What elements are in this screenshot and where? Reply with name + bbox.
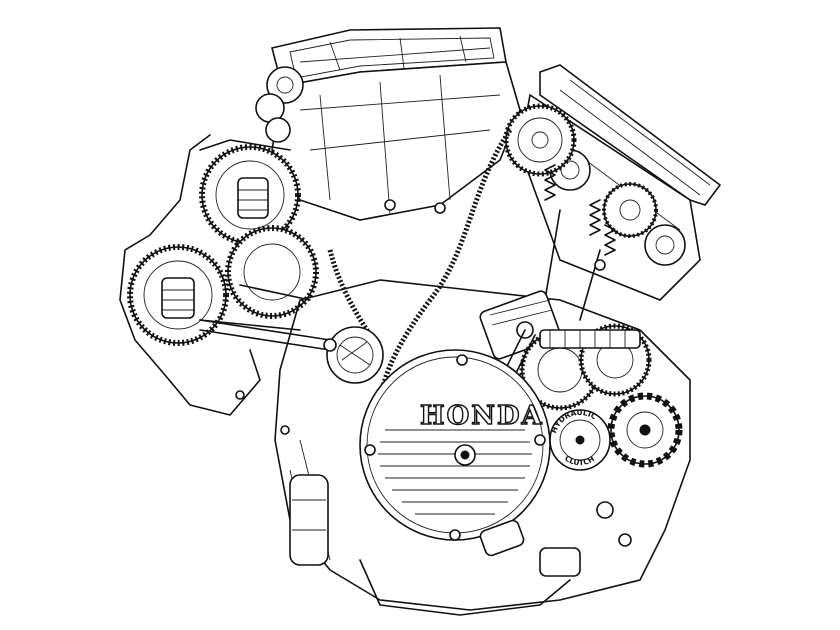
oil-filter-cover	[326, 326, 384, 384]
clutch-label-bottom: CLUTCH	[563, 454, 596, 468]
shift-linkage	[199, 319, 337, 352]
lower-crankcase	[359, 501, 632, 616]
front-cam-sprocket-2	[602, 182, 658, 238]
left-cam-gear-lower	[127, 244, 229, 346]
fasteners	[235, 199, 606, 435]
rear-cylinder-head	[255, 61, 521, 221]
honda-logo: HONDA	[420, 401, 544, 431]
clutch-cover: HYDRAULIC CLUTCH	[549, 408, 611, 471]
output-sprocket	[607, 392, 683, 468]
idler-gear	[199, 225, 319, 331]
left-housing	[119, 134, 291, 416]
crank-cover: HONDA	[359, 349, 551, 541]
front-cam-sprocket	[503, 103, 577, 177]
left-cam-gear-upper	[199, 144, 301, 246]
transmission-gears	[519, 323, 652, 411]
